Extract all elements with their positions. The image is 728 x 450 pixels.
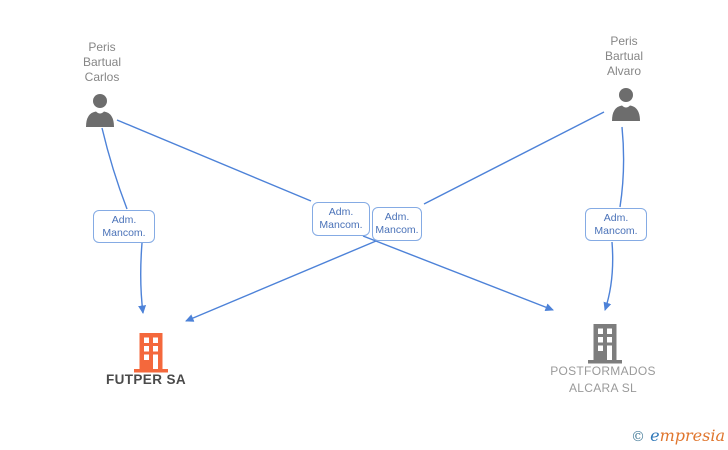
person-name-alvaro: Peris Bartual Alvaro [604,34,644,78]
brand-text: mpresia [659,426,725,445]
company-name-futper: FUTPER SA [105,372,187,387]
company-name-postformados: POSTFORMADOS ALCARA SL [550,364,656,395]
edge-alvaro-to-right-box [619,126,625,208]
person-icon [612,88,640,121]
edge-alvaro-to-center-box2 [423,111,605,205]
relationship-box-carlos-futper: Adm. Mancom. [93,210,155,243]
empresia-watermark: © empresia [631,426,725,445]
edge-right-box-to-postformados [603,241,614,311]
edge-center-box2-to-futper [185,240,377,322]
relationship-box-alvaro-postformados: Adm. Mancom. [585,208,647,241]
edge-left-box-to-futper [138,242,147,314]
brand-letter-e: e [650,426,660,445]
relationship-box-carlos-postformados: Adm. Mancom. [312,202,370,236]
person-name-carlos: Peris Bartual Carlos [82,40,122,84]
copyright-icon: © [631,429,646,445]
relationship-box-alvaro-futper: Adm. Mancom. [372,207,422,241]
building-icon [588,324,622,364]
edge-carlos-to-center-box1 [116,119,312,202]
edge-carlos-to-left-box [101,127,128,210]
edge-center-box1-to-postformados [362,235,554,312]
building-icon [134,333,168,373]
person-icon [86,94,114,127]
